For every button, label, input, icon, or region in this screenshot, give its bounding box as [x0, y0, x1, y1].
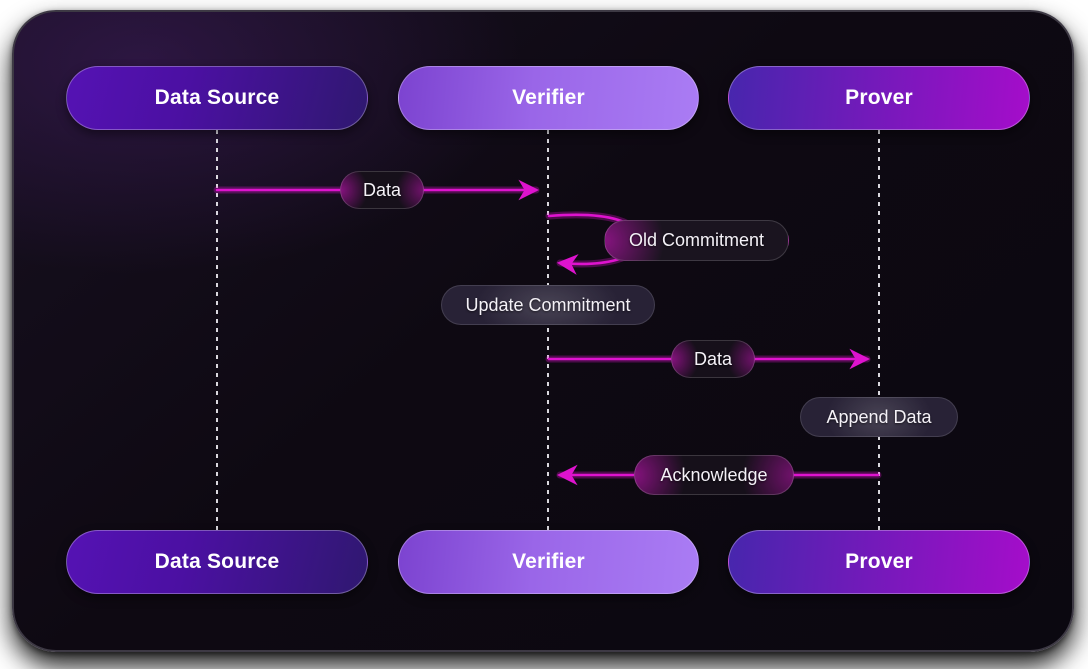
actor-prover-bottom: Prover	[728, 530, 1030, 594]
actor-prover-top: Prover	[728, 66, 1030, 130]
note-label-update-commitment: Update Commitment	[441, 285, 655, 325]
note-label-append-data: Append Data	[800, 397, 958, 437]
lifeline-prover	[878, 130, 880, 530]
lifeline-verifier	[547, 130, 549, 530]
message-label-data-2: Data	[671, 340, 755, 378]
actor-data-source-bottom: Data Source	[66, 530, 368, 594]
lifeline-data-source	[216, 130, 218, 530]
actor-data-source-top: Data Source	[66, 66, 368, 130]
actor-verifier-top: Verifier	[398, 66, 699, 130]
message-label-old-commitment: Old Commitment	[604, 220, 789, 261]
actor-verifier-bottom: Verifier	[398, 530, 699, 594]
message-label-data-1: Data	[340, 171, 424, 209]
message-label-acknowledge: Acknowledge	[634, 455, 794, 495]
